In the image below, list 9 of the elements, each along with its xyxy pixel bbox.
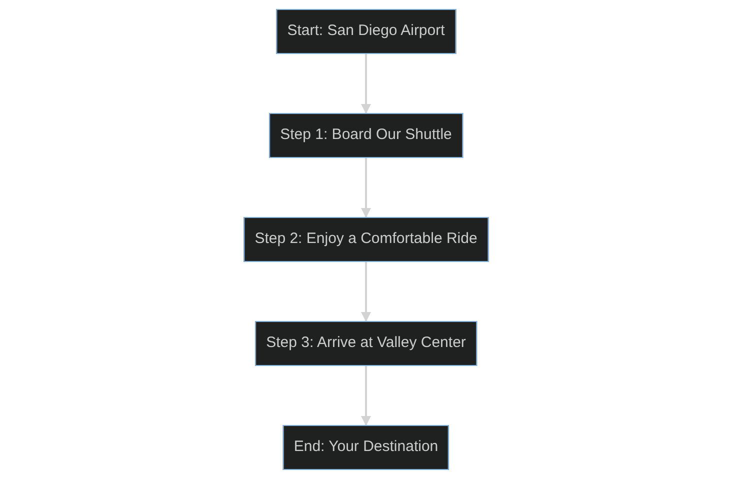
process-box: Step 3: Arrive at Valley Center [255,321,477,366]
process-box: End: Your Destination [282,425,450,470]
process-box: Start: San Diego Airport [276,9,456,54]
arrow [361,54,371,114]
arrow [361,366,371,426]
process-box: Step 2: Enjoy a Comfortable Ride [244,217,488,262]
arrow [361,262,371,322]
arrow [361,158,371,218]
process-box: Step 1: Board Our Shuttle [269,113,463,158]
